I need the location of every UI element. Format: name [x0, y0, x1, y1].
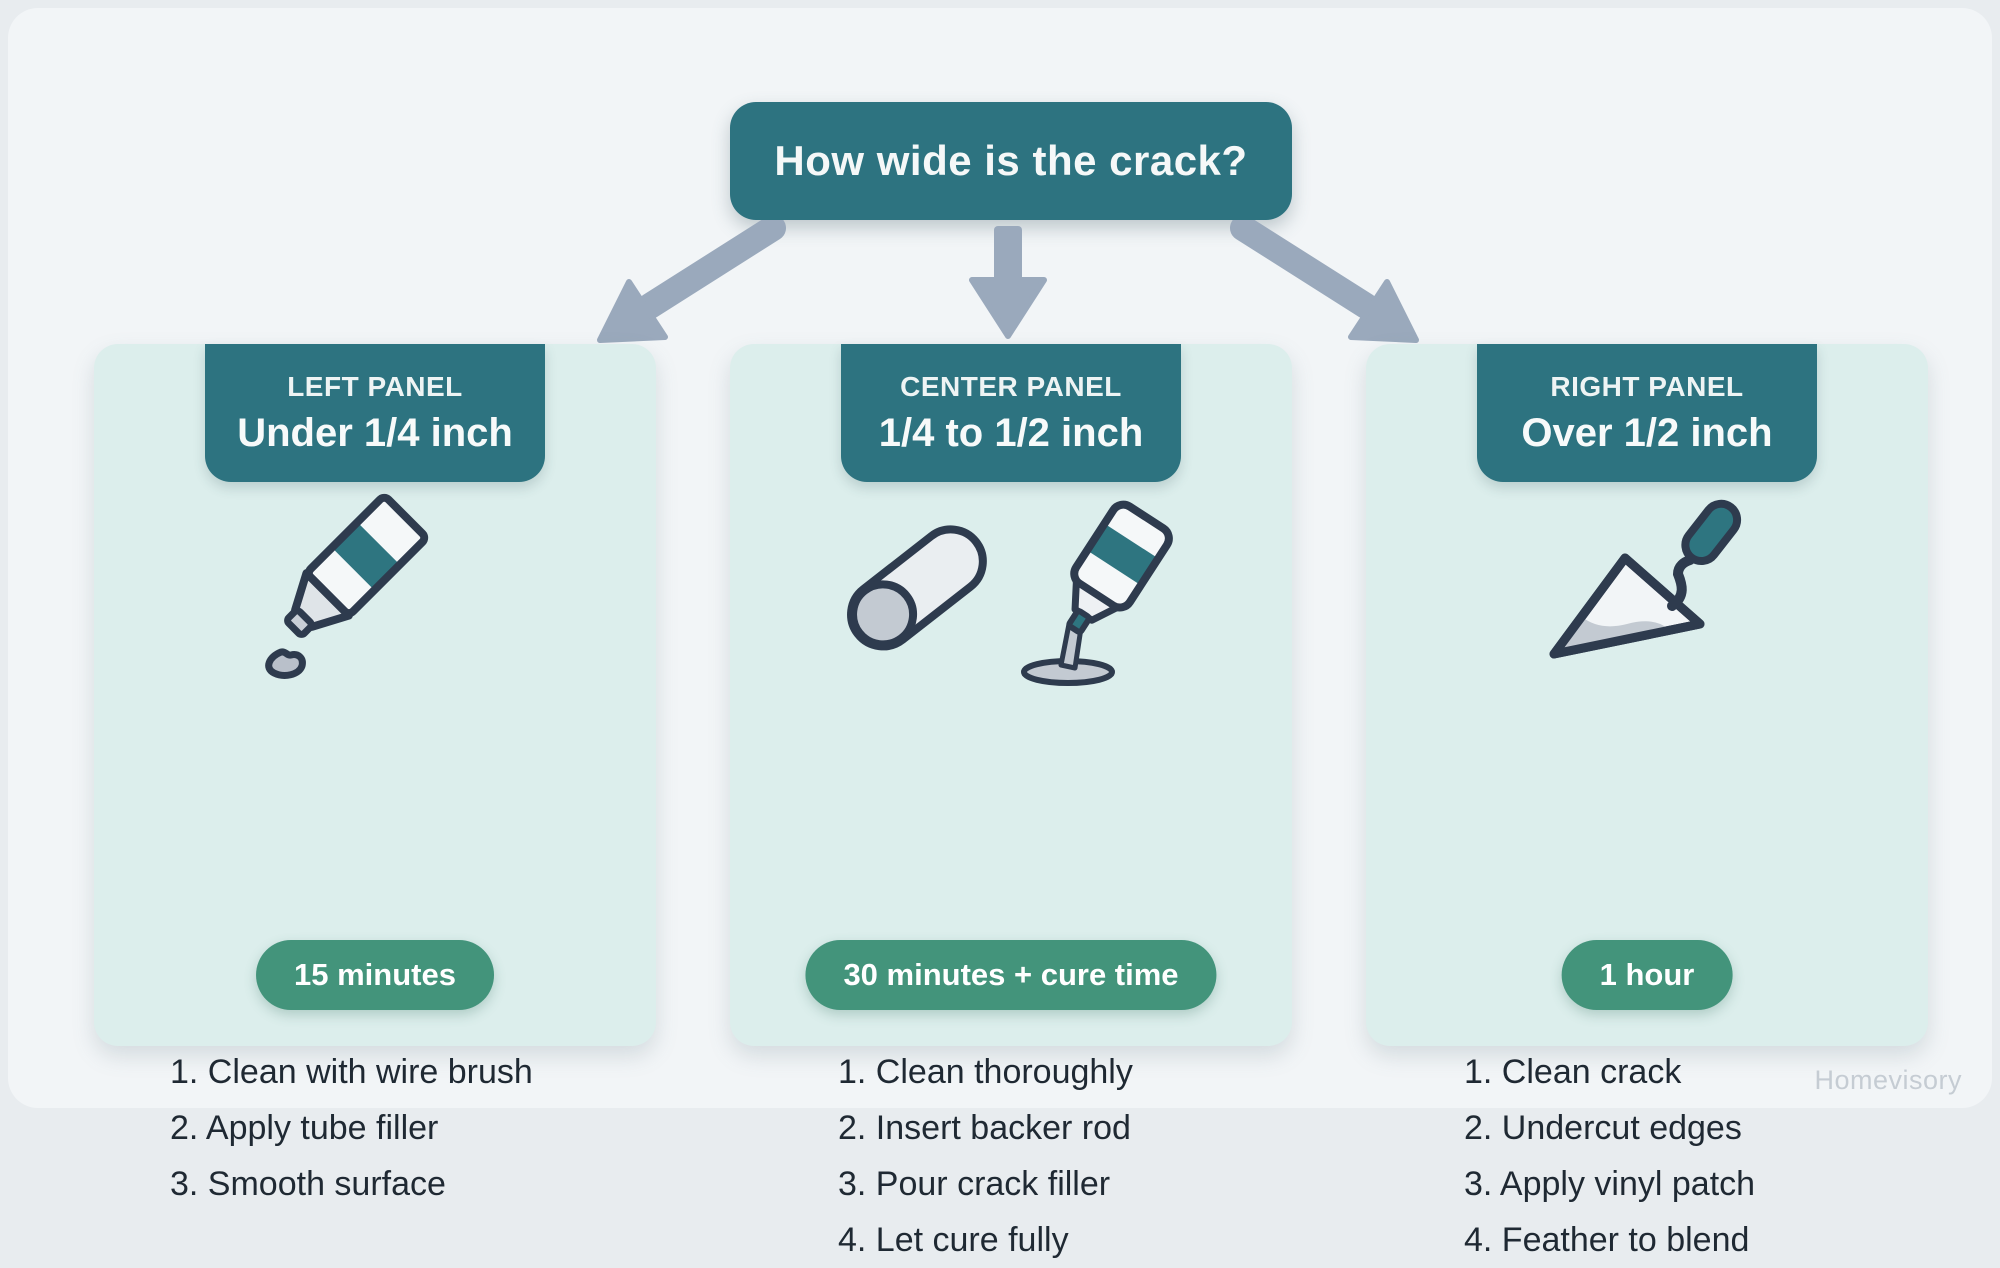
caulk-tube-icon: [265, 493, 429, 679]
panel-center-steps: 1. Clean thoroughly 2. Insert backer rod…: [730, 1044, 1400, 1268]
watermark-text: Homevisory: [1814, 1065, 1962, 1095]
backer-rod-icon: [847, 525, 987, 651]
panel-right-title: Over 1/2 inch: [1521, 410, 1773, 455]
trowel-icon: [1549, 499, 1742, 659]
time-badge: 30 minutes + cure time: [805, 940, 1217, 1010]
arrow-down-left-icon: [597, 220, 786, 343]
decision-question-text: How wide is the crack?: [774, 137, 1248, 184]
step-item: 2. Undercut edges: [1464, 1109, 1742, 1147]
step-item: 4. Let cure fully: [838, 1221, 1069, 1259]
panel-left-title: Under 1/4 inch: [237, 410, 513, 455]
step-item: 1. Clean thoroughly: [838, 1053, 1133, 1091]
time-badge: 1 hour: [1561, 940, 1733, 1010]
step-item: 3. Pour crack filler: [838, 1165, 1111, 1203]
step-item: 2. Insert backer rod: [838, 1109, 1131, 1147]
panel-center-header: CENTER PANEL 1/4 to 1/2 inch: [841, 344, 1181, 482]
panel-quarter-to-half-inch: CENTER PANEL 1/4 to 1/2 inch: [730, 344, 1292, 1259]
arrow-down-icon: [969, 226, 1047, 339]
panel-under-quarter-inch: LEFT PANEL Under 1/4 inch 1. Clean with …: [94, 344, 656, 1203]
step-item: 1. Clean with wire brush: [170, 1053, 533, 1091]
step-item: 1. Clean crack: [1464, 1053, 1682, 1091]
panel-left-header: LEFT PANEL Under 1/4 inch: [205, 344, 545, 482]
step-item: 3. Smooth surface: [170, 1165, 446, 1203]
step-item: 3. Apply vinyl patch: [1464, 1165, 1756, 1203]
pour-bottle-icon: [1021, 500, 1173, 686]
panel-left-kicker: LEFT PANEL: [287, 370, 463, 402]
panel-over-half-inch: RIGHT PANEL Over 1/2 inch 1. Clean crack…: [1366, 344, 1928, 1259]
step-item: 4. Feather to blend: [1464, 1221, 1750, 1259]
panel-left-steps: 1. Clean with wire brush 2. Apply tube f…: [94, 1044, 732, 1212]
decision-question-box: How wide is the crack?: [730, 102, 1292, 220]
arrow-down-right-icon: [1230, 220, 1419, 343]
panel-right-kicker: RIGHT PANEL: [1550, 370, 1744, 402]
step-item: 2. Apply tube filler: [170, 1109, 439, 1147]
backer-rod-and-pour-bottle-icon: [847, 500, 1173, 686]
time-badge: 15 minutes: [256, 940, 494, 1010]
panel-center-title: 1/4 to 1/2 inch: [878, 410, 1144, 455]
panel-center-kicker: CENTER PANEL: [900, 370, 1122, 402]
infographic-canvas: How wide is the crack? LEFT PANEL Under …: [8, 8, 1992, 1259]
panel-right-header: RIGHT PANEL Over 1/2 inch: [1477, 344, 1817, 482]
